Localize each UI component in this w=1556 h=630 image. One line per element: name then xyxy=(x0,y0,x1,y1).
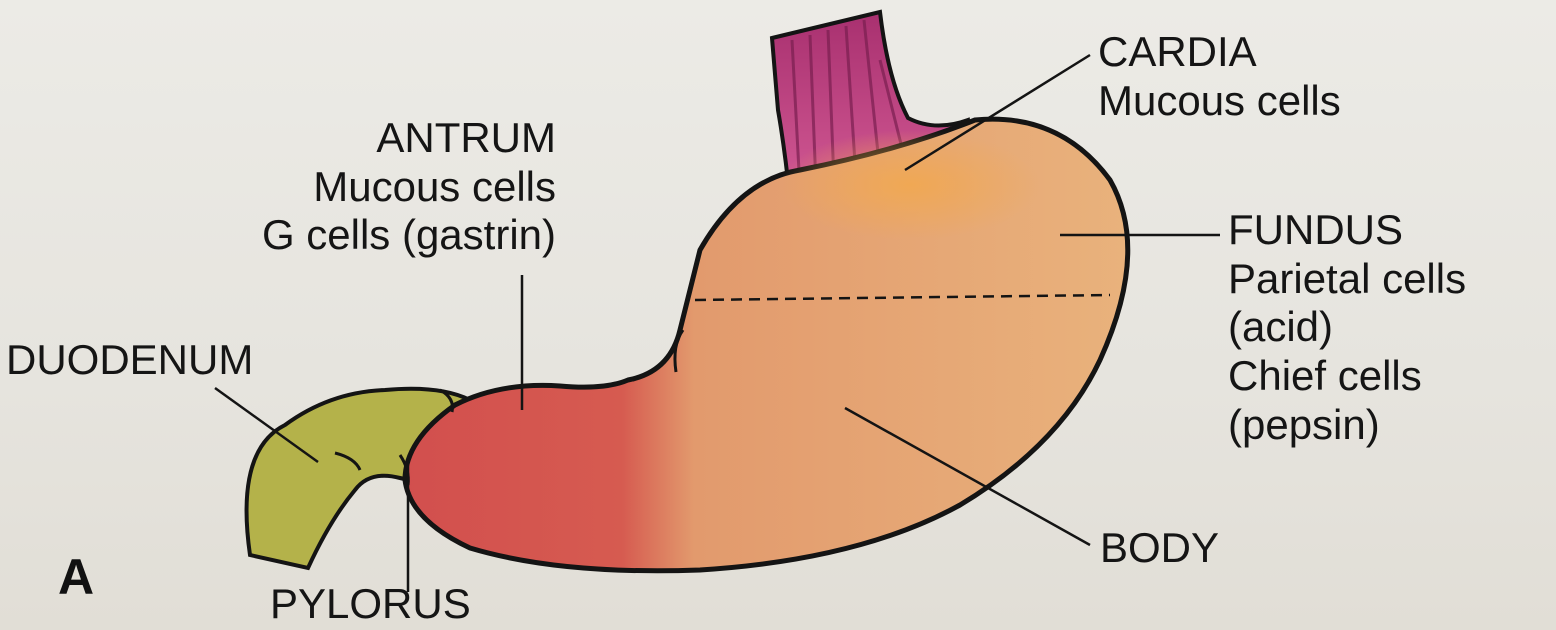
body-title: BODY xyxy=(1100,524,1219,573)
fundus-label: FUNDUS Parietal cells (acid) Chief cells… xyxy=(1228,206,1466,450)
antrum-title: ANTRUM xyxy=(262,114,556,163)
duodenum-label: DUODENUM xyxy=(6,336,253,385)
fundus-title: FUNDUS xyxy=(1228,206,1466,255)
antrum-label: ANTRUM Mucous cells G cells (gastrin) xyxy=(262,114,556,260)
pylorus-title: PYLORUS xyxy=(270,580,471,629)
cardia-cells: Mucous cells xyxy=(1098,77,1341,126)
fundus-cells-1: Parietal cells xyxy=(1228,255,1466,304)
pylorus-label: PYLORUS xyxy=(270,580,471,629)
fundus-cells-3: Chief cells xyxy=(1228,352,1466,401)
cardia-label: CARDIA Mucous cells xyxy=(1098,28,1341,125)
cardia-title: CARDIA xyxy=(1098,28,1341,77)
panel-letter: A xyxy=(58,548,94,606)
antrum-cells-2: G cells (gastrin) xyxy=(262,211,556,260)
duodenum-title: DUODENUM xyxy=(6,336,253,385)
antrum-cells-1: Mucous cells xyxy=(262,163,556,212)
fundus-cells-2: (acid) xyxy=(1228,303,1466,352)
body-label: BODY xyxy=(1100,524,1219,573)
fundus-cells-4: (pepsin) xyxy=(1228,401,1466,450)
cardia-region xyxy=(780,130,1040,240)
